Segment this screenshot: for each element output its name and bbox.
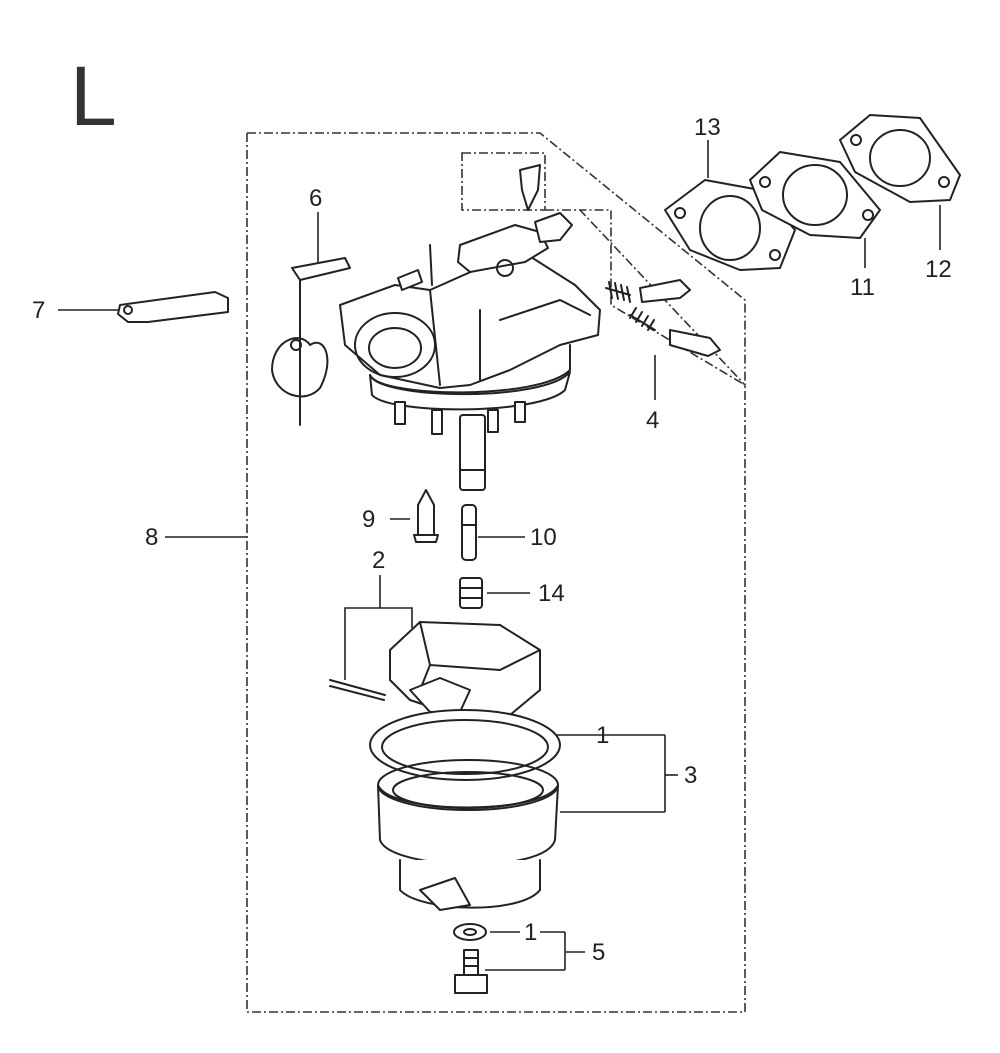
- float-2-part: [329, 621, 541, 721]
- choke-valve-part: [271, 257, 351, 426]
- float-chamber-3-part: [377, 759, 559, 911]
- callout-11: 11: [850, 274, 875, 301]
- choke-lever-part: [117, 291, 229, 323]
- section-letter: L: [70, 49, 117, 143]
- carburetor-body-part: [339, 212, 601, 491]
- callout-8: 8: [145, 524, 158, 551]
- callout-4: 4: [646, 407, 659, 434]
- callout-9: 9: [362, 506, 375, 533]
- callout-2: 2: [372, 547, 385, 574]
- leader-lines: [58, 140, 941, 971]
- callout-6: 6: [309, 185, 322, 212]
- drain-bolt-5-part: [453, 923, 488, 994]
- needle-seat-14-part: [459, 577, 483, 609]
- float-needle-10-part: [461, 504, 477, 561]
- callout-1-washer: 1: [524, 919, 537, 946]
- callout-labels: 7 6 8 13 11 12 4 9 10 14 2 1 3 1 5: [32, 114, 952, 966]
- callout-12: 12: [925, 256, 952, 283]
- insulator-11-part: [749, 151, 881, 239]
- gasket-12-part: [839, 114, 961, 203]
- callout-14: 14: [538, 580, 565, 607]
- callout-3: 3: [684, 762, 697, 789]
- sub-kit-boundary-2: [545, 209, 746, 386]
- screw-spring-kit-part: [519, 164, 721, 357]
- callout-1-gasket: 1: [596, 722, 609, 749]
- main-jet-9-part: [413, 489, 439, 543]
- callout-13: 13: [694, 114, 721, 141]
- callout-5: 5: [592, 939, 605, 966]
- callout-10: 10: [530, 524, 557, 551]
- callout-7: 7: [32, 297, 45, 324]
